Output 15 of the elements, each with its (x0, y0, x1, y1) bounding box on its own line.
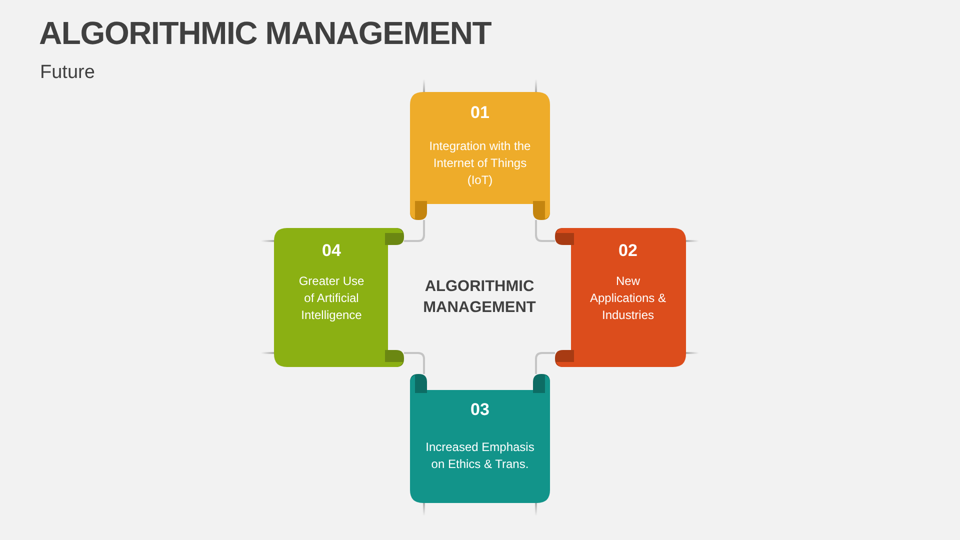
ribbon-card (555, 228, 686, 367)
subtitle: Future (40, 61, 95, 85)
step-number: 01 (470, 102, 490, 124)
ribbon-card (410, 374, 550, 503)
step-description: New Applications & Industries (588, 273, 668, 324)
step-description: Greater Use of Artificial Intelligence (298, 273, 366, 324)
page-title: ALGORITHMIC MANAGEMENT (39, 14, 492, 52)
step-number: 03 (470, 399, 490, 421)
step-description: Increased Emphasis on Ethics & Trans. (424, 439, 536, 473)
step-number: 02 (618, 240, 638, 262)
ribbon-card (410, 92, 550, 220)
step-description: Integration with the Internet of Things (IoT) (428, 138, 532, 189)
step-number: 04 (322, 240, 341, 262)
ribbon-card (274, 228, 404, 367)
hub-title: ALGORITHMIC MANAGEMENT (422, 277, 537, 318)
